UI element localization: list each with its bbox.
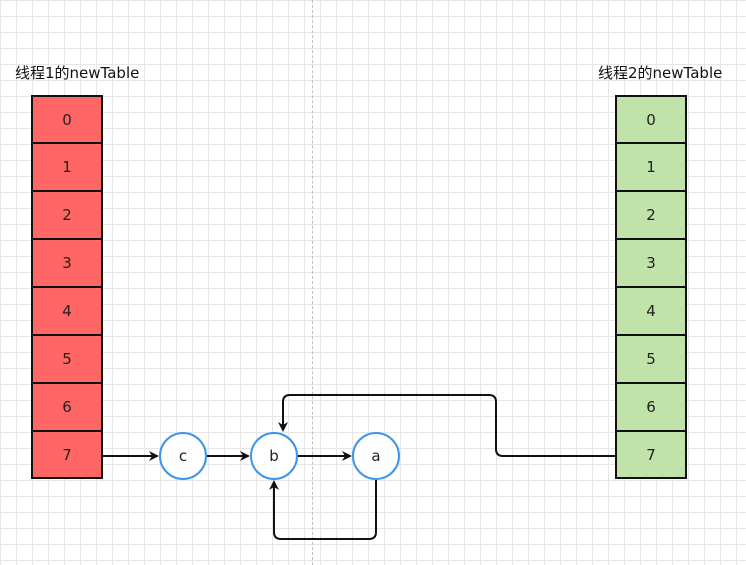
thread1-cell-3: 3 — [31, 239, 103, 287]
thread1-cell-1: 1 — [31, 143, 103, 191]
node-a: a — [352, 432, 400, 480]
edge-a-to-b — [269, 480, 377, 540]
thread1-table-title: 线程1的newTable — [15, 64, 140, 82]
thread2-cell-0: 0 — [615, 95, 687, 143]
thread1-cell-0: 0 — [31, 95, 103, 143]
thread2-cell-2: 2 — [615, 191, 687, 239]
thread1-cell-4: 4 — [31, 287, 103, 335]
thread2-cell-1: 1 — [615, 143, 687, 191]
thread2-cell-4: 4 — [615, 287, 687, 335]
thread1-cell-5: 5 — [31, 335, 103, 383]
thread2-cell-7: 7 — [615, 431, 687, 479]
thread1-cell-2: 2 — [31, 191, 103, 239]
thread2-cell-5: 5 — [615, 335, 687, 383]
thread2-table: 0 1 2 3 4 5 6 7 — [615, 95, 687, 479]
center-guide-line — [312, 0, 313, 565]
node-c: c — [159, 432, 207, 480]
edge-thread2-to-b — [278, 394, 615, 457]
thread1-cell-7: 7 — [31, 431, 103, 479]
thread2-table-title: 线程2的newTable — [598, 64, 723, 82]
thread2-cell-6: 6 — [615, 383, 687, 431]
thread2-cell-3: 3 — [615, 239, 687, 287]
thread1-table: 0 1 2 3 4 5 6 7 — [31, 95, 103, 479]
thread1-cell-6: 6 — [31, 383, 103, 431]
node-b: b — [250, 432, 298, 480]
